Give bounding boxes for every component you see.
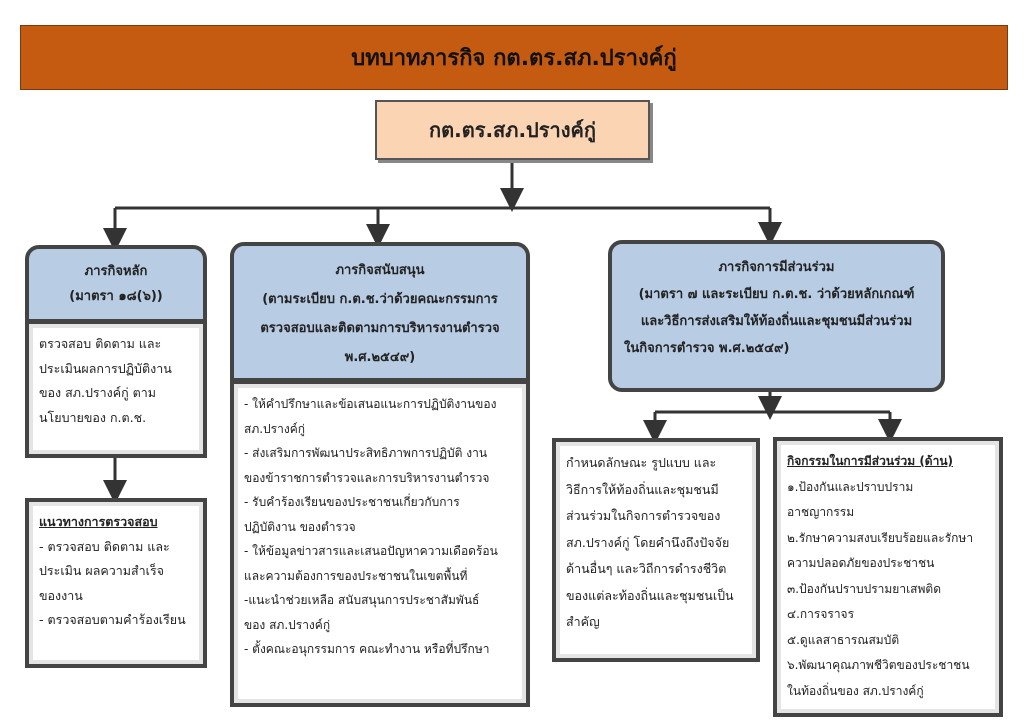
activity-item: ๒.รักษาความสงบเรียบร้อยและรักษา bbox=[787, 530, 974, 545]
body-line: - ตั้งคณะอนุกรรมการ คณะทำงาน หรือที่ปรึก… bbox=[244, 642, 490, 656]
header-line: (ตามระเบียบ ก.ต.ช.ว่าด้วยคณะกรรมการ bbox=[262, 292, 498, 307]
participation-mission-header: ภารกิจการมีส่วนร่วม (มาตรา ๗ และระเบียบ … bbox=[608, 240, 945, 392]
guideline-title: แนวทางการตรวจสอบ bbox=[39, 514, 158, 529]
header-line: ภารกิจการมีส่วนร่วม bbox=[718, 260, 835, 275]
header-line: ตรวจสอบและติดตามการบริหารงานตำรวจ bbox=[260, 321, 500, 336]
body-line: ของข้าราชการตำรวจและการบริหารงานตำรวจ bbox=[244, 470, 490, 485]
participation-activities-box: กิจกรรมในการมีส่วนร่วม (ด้าน) ๑.ป้องกันแ… bbox=[773, 437, 1003, 717]
body-line: - รับคำร้องเรียนของประชาชนเกี่ยวกับการ bbox=[244, 495, 460, 509]
body-line: สำคัญ bbox=[566, 614, 600, 629]
activity-item: ๔.การจราจร bbox=[787, 607, 855, 621]
activity-item: ในท้องถิ่นของ สภ.ปรางค์กู่ bbox=[787, 683, 924, 698]
body-line: สภ.ปรางค์กู่ bbox=[244, 421, 306, 436]
body-line: - ให้ข้อมูลข่าวสารและเสนอปัญหาความเดือดร… bbox=[244, 544, 498, 558]
body-line: สภ.ปรางค์กู่ โดยคำนึงถึงปัจจัย bbox=[566, 534, 730, 550]
header-line: และวิธีการส่งเสริมให้ท้องถิ่นและชุมชนมีส… bbox=[640, 314, 913, 329]
guideline-box: แนวทางการตรวจสอบ - ตรวจสอบ ติดตาม และ ปร… bbox=[25, 498, 207, 668]
body-line: ประเมิน ผลความสำเร็จ bbox=[39, 563, 164, 578]
body-line: ด้านอื่นๆ และวิถีการดำรงชีวิต bbox=[566, 561, 727, 576]
body-line: - ตรวจสอบ ติดตาม และ bbox=[39, 538, 170, 554]
body-line: และความต้องการของประชาชนในเขตพื้นที่ bbox=[244, 568, 468, 583]
body-line: ตรวจสอบ ติดตาม และ bbox=[39, 336, 162, 351]
activity-item: ๖.พัฒนาคุณภาพชีวิตของประชาชน bbox=[787, 658, 970, 672]
body-line: ของ สภ.ปรางค์กู่ ตาม bbox=[39, 385, 157, 400]
activity-item: ๑.ป้องกันและปราบปราม bbox=[787, 479, 914, 494]
body-line: กำหนดลักษณะ รูปแบบ และ bbox=[566, 455, 717, 470]
page-title: บทบาทภารกิจ กต.ตร.สภ.ปรางค์กู่ bbox=[20, 25, 1008, 90]
activity-item: ความปลอดภัยของประชาชน bbox=[787, 556, 935, 570]
body-line: - ตรวจสอบตามคำร้องเรียน bbox=[39, 612, 186, 627]
activity-item: ๕.ดูแลสาธารณสมบัติ bbox=[787, 632, 900, 647]
body-line: ของแต่ละท้องถิ่นและชุมชนเป็น bbox=[566, 587, 734, 603]
body-line: -แนะนำช่วยเหลือ สนับสนุนการประชาสัมพันธ์ bbox=[244, 593, 480, 607]
support-mission-body: - ให้คำปรึกษาและข้อเสนอแนะการปฏิบัติงานข… bbox=[230, 380, 530, 707]
activities-title: กิจกรรมในการมีส่วนร่วม (ด้าน) bbox=[787, 454, 954, 468]
body-line: - ส่งเสริมการพัฒนาประสิทธิภาพการปฏิบัติ … bbox=[244, 446, 488, 460]
header-line: (มาตรา ๗ และระเบียบ ก.ต.ช. ว่าด้วยหลักเก… bbox=[638, 287, 915, 302]
body-line: วิธีการให้ท้องถิ่นและชุมชนมี bbox=[566, 481, 719, 497]
participation-method-box: กำหนดลักษณะ รูปแบบ และ วิธีการให้ท้องถิ่… bbox=[552, 438, 760, 662]
header-line: ในกิจการตำรวจ พ.ศ.๒๕๔๙) bbox=[624, 341, 790, 356]
activity-item: ๓.ป้องกันปราบปรามยาเสพติด bbox=[787, 581, 941, 596]
header-line: ภารกิจหลัก bbox=[84, 264, 148, 279]
main-mission-header: ภารกิจหลัก (มาตรา ๑๘(๖)) bbox=[25, 245, 207, 323]
body-line: นโยบายของ ก.ต.ช. bbox=[39, 409, 147, 425]
body-line: ส่วนร่วมในกิจการตำรวจของ bbox=[566, 508, 721, 523]
activity-item: อาชญากรรม bbox=[787, 505, 855, 519]
header-line: พ.ศ.๒๕๔๙) bbox=[344, 350, 416, 365]
root-node: กต.ตร.สภ.ปรางค์กู่ bbox=[375, 100, 650, 160]
body-line: ของงาน bbox=[39, 587, 83, 603]
body-line: ของ สภ.ปรางค์กู่ bbox=[244, 617, 331, 632]
body-line: ปฏิบัติงาน ของตำรวจ bbox=[244, 519, 356, 534]
support-mission-header: ภารกิจสนับสนุน (ตามระเบียบ ก.ต.ช.ว่าด้วย… bbox=[230, 242, 530, 382]
main-mission-body: ตรวจสอบ ติดตาม และ ประเมินผลการปฏิบัติงา… bbox=[25, 320, 207, 458]
body-line: - ให้คำปรึกษาและข้อเสนอแนะการปฏิบัติงานข… bbox=[244, 397, 497, 411]
header-line: (มาตรา ๑๘(๖)) bbox=[69, 289, 163, 304]
header-line: ภารกิจสนับสนุน bbox=[335, 263, 425, 278]
body-line: ประเมินผลการปฏิบัติงาน bbox=[39, 360, 172, 376]
